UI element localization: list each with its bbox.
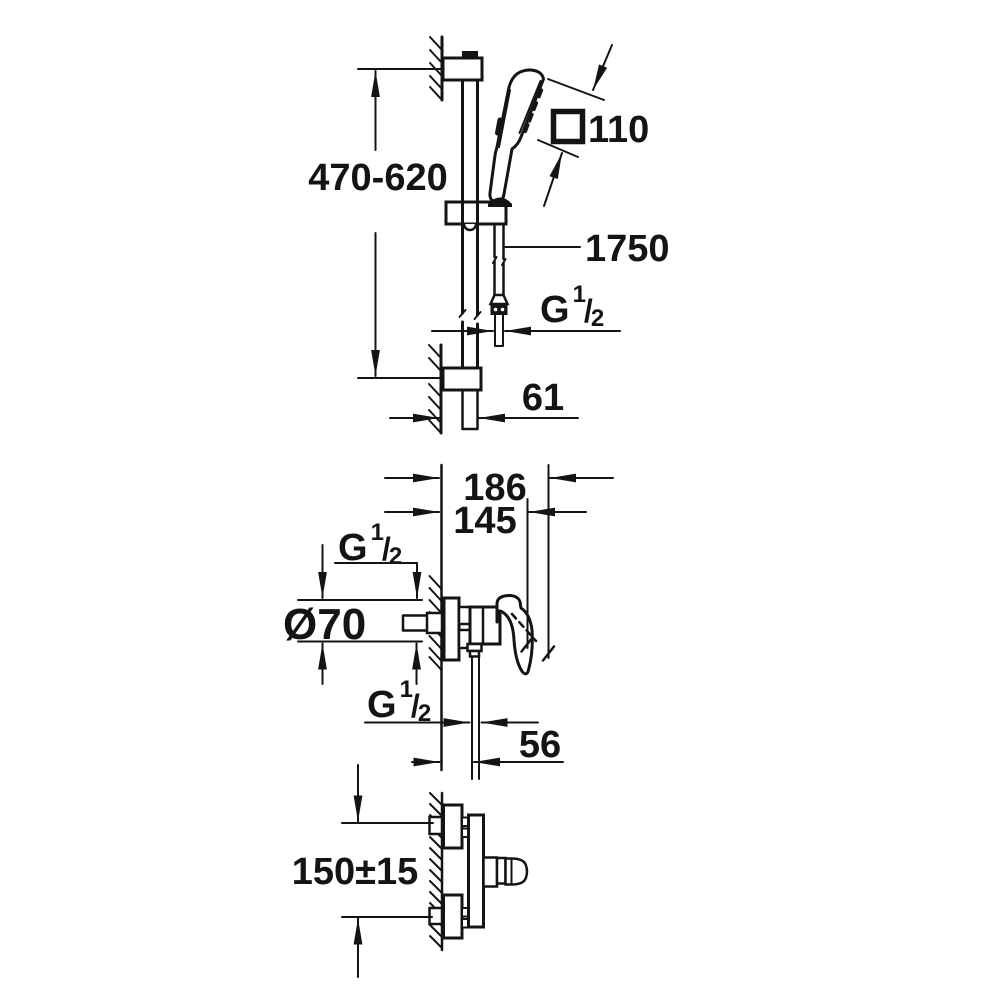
- label-rail-offset: 61: [522, 377, 564, 419]
- shower-rim-line: [498, 89, 511, 148]
- square-symbol: [550, 108, 586, 145]
- mixer-escutcheon: [442, 596, 461, 662]
- mixer-body-topview: [467, 813, 485, 929]
- mixer-top-view: [341, 764, 529, 978]
- inlet-nut: [425, 611, 444, 635]
- rail-bracket-bottom: [441, 366, 483, 392]
- mixer-front-view: [297, 463, 614, 780]
- label-rosette-diameter: Ø70: [283, 600, 366, 649]
- dim-height-range: [357, 68, 443, 379]
- shower-face-line: [518, 80, 542, 134]
- label-head-width: 110: [588, 109, 649, 151]
- label-depth-max: 186: [463, 467, 526, 509]
- inlet-pipe: [401, 611, 445, 635]
- dim-depth-min: [384, 498, 587, 653]
- hose-cone: [488, 293, 510, 306]
- mixer-lever: [495, 594, 534, 676]
- dim-rosette-diameter: [297, 544, 423, 685]
- handle-holder-joint: [488, 197, 512, 207]
- label-inlet-distance: 150±15: [292, 851, 419, 893]
- rail-bracket-top: [441, 56, 484, 82]
- label-height-range: 470-620: [308, 157, 447, 199]
- diverter-button: [495, 117, 503, 136]
- mixer-outlet-hose: [471, 655, 480, 780]
- rail-end-cap: [462, 51, 478, 58]
- shower-rail: [458, 78, 482, 431]
- mixer-body: [468, 605, 502, 646]
- mixer-outlet: [466, 642, 483, 658]
- holder-notch: [462, 222, 478, 232]
- wall-section-bottom: [428, 343, 443, 435]
- hose-nut: [490, 304, 508, 315]
- union-threads: [457, 605, 472, 650]
- dim-head-width: [537, 44, 613, 207]
- label-hose-length: 1750: [585, 228, 670, 270]
- label-depth-min: 145: [453, 500, 516, 542]
- spray-nozzles: [523, 88, 544, 134]
- lever-alt-position: [510, 612, 538, 643]
- shower-rail-view: [357, 35, 621, 435]
- dim-thread-inlet: [334, 562, 422, 599]
- shower-hose: [488, 224, 510, 347]
- hand-shower: [488, 68, 545, 207]
- dim-depth-max: [384, 464, 614, 662]
- mixer-handle-topview: [482, 856, 529, 888]
- label-outlet-offset: 56: [519, 724, 561, 766]
- inlet-union-top: [428, 803, 470, 850]
- dim-inlet-distance: [341, 764, 434, 978]
